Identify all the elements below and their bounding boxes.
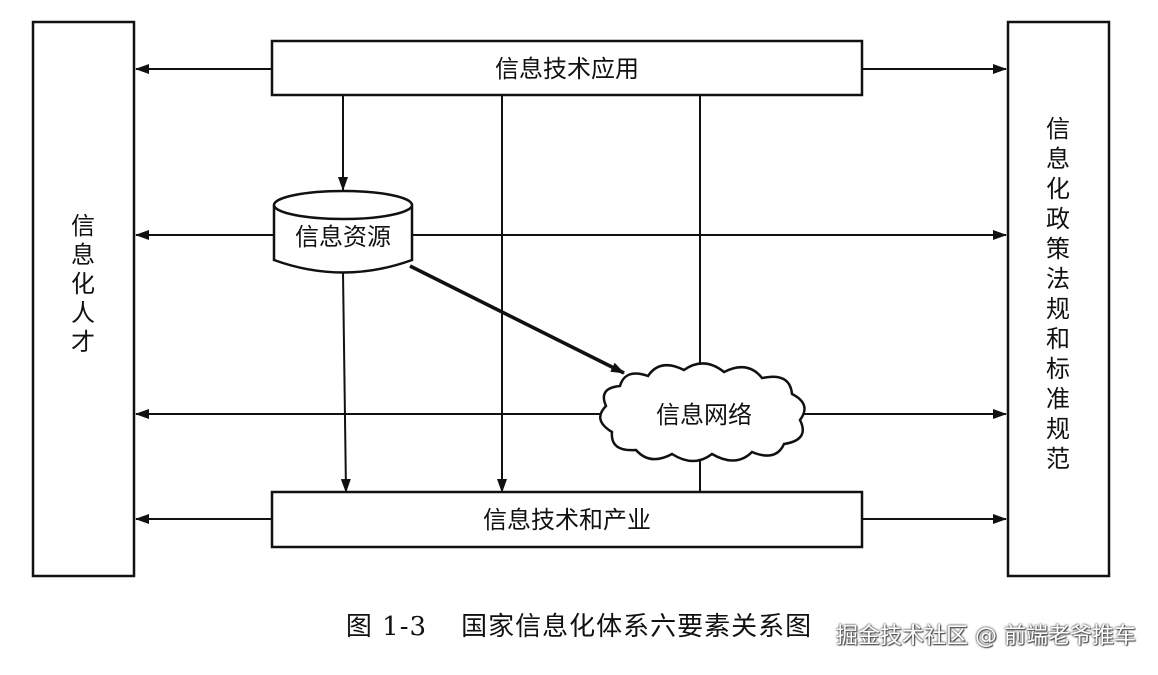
industry-label: 信息技术和产业 bbox=[483, 506, 651, 534]
policy-box bbox=[1006, 20, 1111, 578]
figure-caption: 图 1-3 国家信息化体系六要素关系图 bbox=[0, 606, 1158, 643]
industry-box bbox=[270, 490, 864, 549]
figure-number: 图 1-3 bbox=[345, 612, 428, 642]
resource-label: 信息资源 bbox=[295, 223, 391, 251]
network-cloud bbox=[599, 362, 806, 463]
policy-label: 信息化政策法规和标准规范 bbox=[1046, 115, 1070, 473]
figure-title: 国家信息化体系六要素关系图 bbox=[461, 612, 813, 642]
talent-label: 信息化人才 bbox=[71, 212, 95, 356]
arrow-resource-to-network bbox=[409, 264, 625, 375]
relationship-diagram: 信息技术应用 信息技术和产业 信息资源 信息网络 信息化人才 信息化政策法规和标… bbox=[31, 20, 1111, 578]
network-label: 信息网络 bbox=[656, 401, 752, 429]
app-box bbox=[270, 39, 864, 97]
app-label: 信息技术应用 bbox=[495, 55, 639, 83]
line-resource-to-industry bbox=[340, 271, 351, 493]
resource-cylinder bbox=[272, 189, 414, 274]
watermark: 掘金技术社区 @ 前端老爷推车 bbox=[836, 624, 1136, 649]
talent-box bbox=[31, 20, 136, 578]
